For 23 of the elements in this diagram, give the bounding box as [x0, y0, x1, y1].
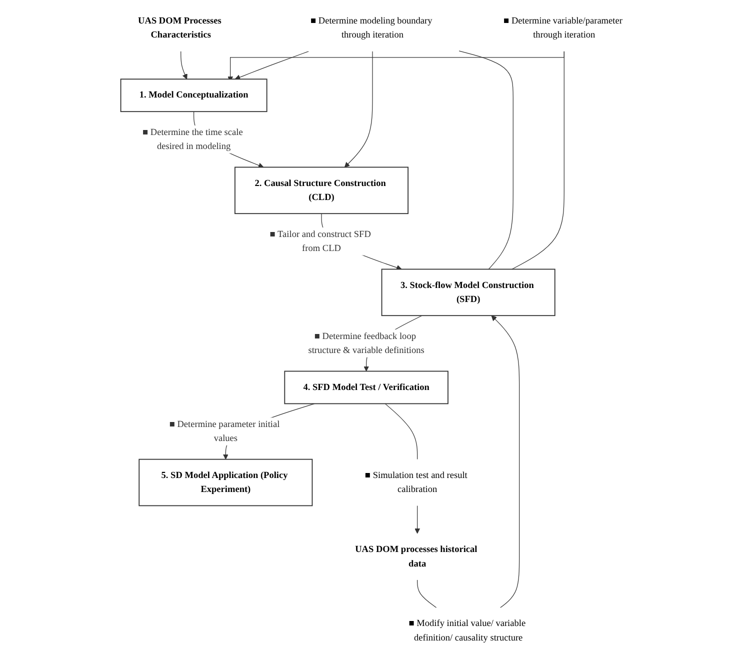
- node-box: 4. SFD Model Test / Verification: [284, 370, 448, 404]
- edge-label: ■ Determine the time scale desired in modeling: [142, 127, 243, 152]
- arrow: [234, 51, 310, 80]
- arrow: [491, 315, 520, 608]
- node-text: UAS DOM processes historical data: [355, 544, 478, 568]
- connector: [458, 50, 514, 270]
- node-text: UAS DOM Processes Characteristics: [138, 16, 222, 40]
- node-text: ■ Determine variable/parameter through iteration: [504, 16, 622, 40]
- arrow: [180, 51, 188, 80]
- node-text: ■ Determine modeling boundary through iteration: [310, 16, 432, 40]
- node-text: ■ Simulation test and result calibration: [364, 470, 468, 494]
- node-box: 2. Causal Structure Construction (CLD): [234, 166, 408, 214]
- edge-label: ■ Determine feedback loop structure & variable definitions: [308, 331, 424, 356]
- edge-label: ■ Determine parameter initial values: [169, 419, 280, 444]
- node-box: 1. Model Conceptualization: [120, 78, 268, 112]
- node-text: ■ Modify initial value/ variable definition/ causality structure: [408, 618, 526, 643]
- edge-label: ■ Tailor and construct SFD from CLD: [270, 229, 371, 254]
- connector: [417, 580, 437, 608]
- node-box: 5. SD Model Application (Policy Experiment): [138, 458, 313, 506]
- arrow: [344, 51, 373, 168]
- connector: [384, 403, 418, 460]
- arrow: [414, 505, 420, 534]
- node-box: 3. Stock-flow Model Construction (SFD): [381, 268, 556, 316]
